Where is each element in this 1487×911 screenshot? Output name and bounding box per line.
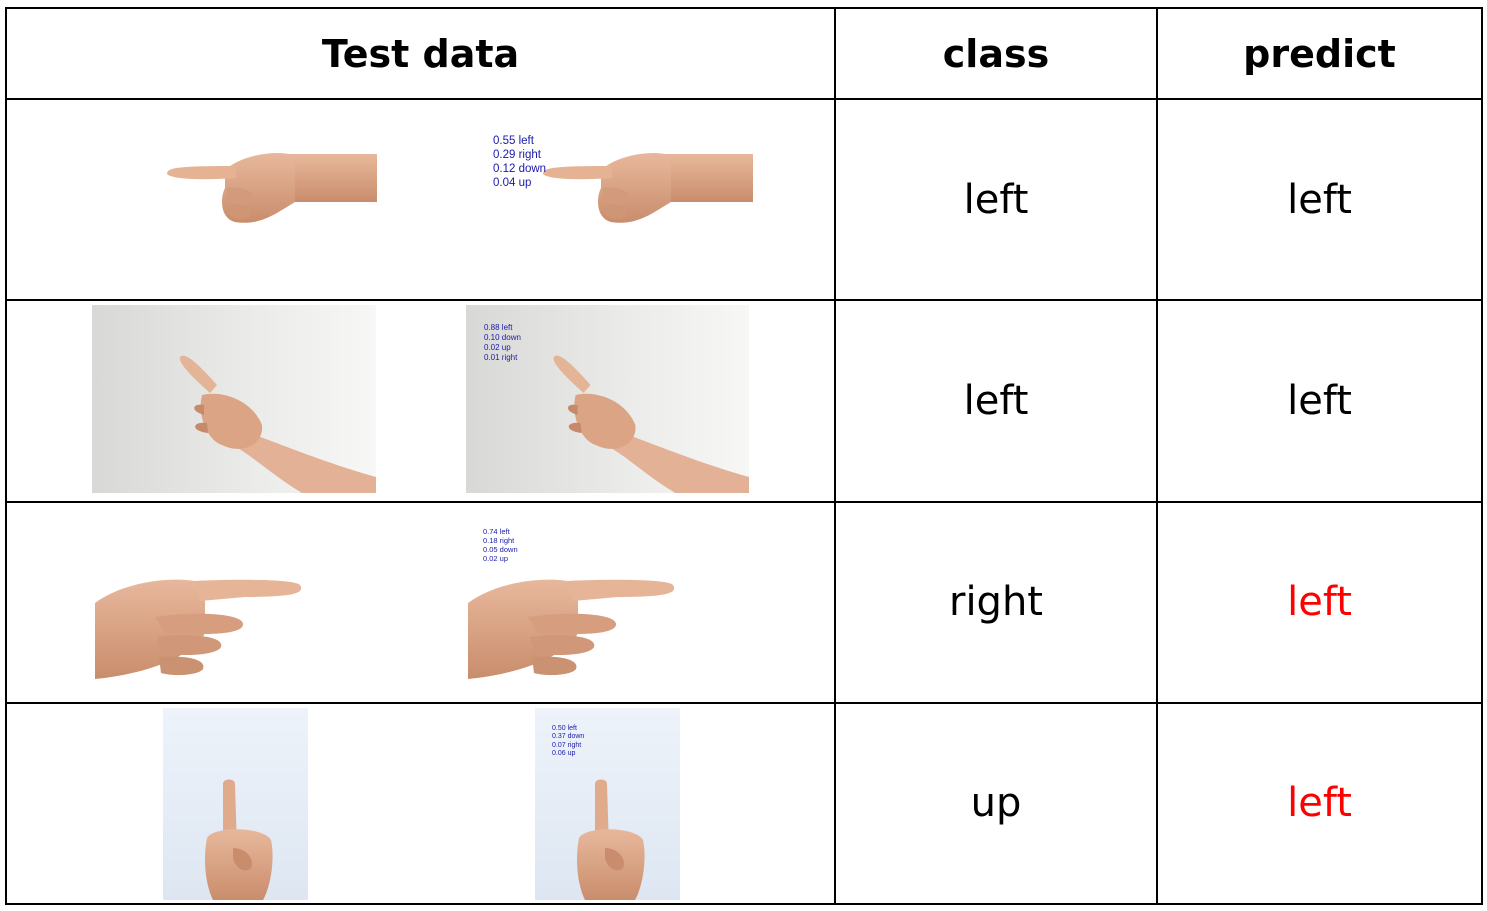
prob-label: 0.88 left xyxy=(484,323,513,333)
hand-pointing-left-icon xyxy=(165,148,377,228)
hand-pointing-right-icon xyxy=(468,573,676,681)
test-data-cell: 0.88 left 0.10 down 0.02 up 0.01 right xyxy=(5,299,836,503)
test-data-cell: 0.74 left 0.18 right 0.05 down 0.02 up xyxy=(5,500,836,704)
predict-cell: left xyxy=(1156,98,1483,302)
test-data-cell: 0.50 left 0.37 down 0.07 right 0.06 up xyxy=(5,701,836,906)
table-row: 0.88 left 0.10 down 0.02 up 0.01 right l… xyxy=(5,299,1483,503)
prob-label: 0.06 up xyxy=(552,750,576,758)
table-row: 0.74 left 0.18 right 0.05 down 0.02 up r… xyxy=(5,500,1483,704)
hand-pointing-up-icon xyxy=(535,707,680,900)
prob-label: 0.29 right xyxy=(493,149,541,162)
prob-label: 0.02 up xyxy=(484,342,511,352)
prob-label: 0.04 up xyxy=(493,177,532,190)
prob-label: 0.07 right xyxy=(552,741,582,749)
class-cell: left xyxy=(834,299,1158,503)
prob-label: 0.18 right xyxy=(483,535,515,545)
prob-label: 0.74 left xyxy=(483,526,510,536)
class-cell: right xyxy=(834,500,1158,704)
prob-label: 0.12 down xyxy=(493,163,547,176)
prob-label: 0.55 left xyxy=(493,135,534,148)
hand-pointing-up-left-icon xyxy=(92,305,376,494)
prob-label: 0.01 right xyxy=(484,352,518,362)
prob-label: 0.05 down xyxy=(483,544,518,554)
prob-label: 0.10 down xyxy=(484,333,521,343)
predict-cell: left xyxy=(1156,701,1483,906)
header-class: class xyxy=(834,6,1158,101)
probability-list: 0.55 left 0.29 right 0.12 down 0.04 up xyxy=(493,134,546,190)
table-row: 0.55 left 0.29 right 0.12 down 0.04 up l… xyxy=(5,98,1483,302)
probability-list: 0.50 left 0.37 down 0.07 right 0.06 up xyxy=(552,725,584,759)
header-predict: predict xyxy=(1156,6,1483,101)
prob-label: 0.02 up xyxy=(483,554,509,564)
probability-list: 0.74 left 0.18 right 0.05 down 0.02 up xyxy=(483,527,518,564)
hand-pointing-up-icon xyxy=(163,707,308,900)
test-data-cell: 0.55 left 0.29 right 0.12 down 0.04 up xyxy=(5,98,836,302)
predict-cell: left xyxy=(1156,500,1483,704)
predict-cell: left xyxy=(1156,299,1483,503)
prob-label: 0.50 left xyxy=(552,724,577,732)
probability-list: 0.88 left 0.10 down 0.02 up 0.01 right xyxy=(484,323,521,362)
class-cell: up xyxy=(834,701,1158,906)
prob-label: 0.37 down xyxy=(552,733,585,741)
class-cell: left xyxy=(834,98,1158,302)
results-table: Test data class predict xyxy=(5,6,1483,906)
hand-pointing-left-icon xyxy=(541,148,753,228)
header-test-data: Test data xyxy=(5,6,836,101)
hand-pointing-right-icon xyxy=(95,573,303,681)
hand-pointing-up-left-icon xyxy=(466,305,749,494)
table-row: 0.50 left 0.37 down 0.07 right 0.06 up u… xyxy=(5,701,1483,906)
